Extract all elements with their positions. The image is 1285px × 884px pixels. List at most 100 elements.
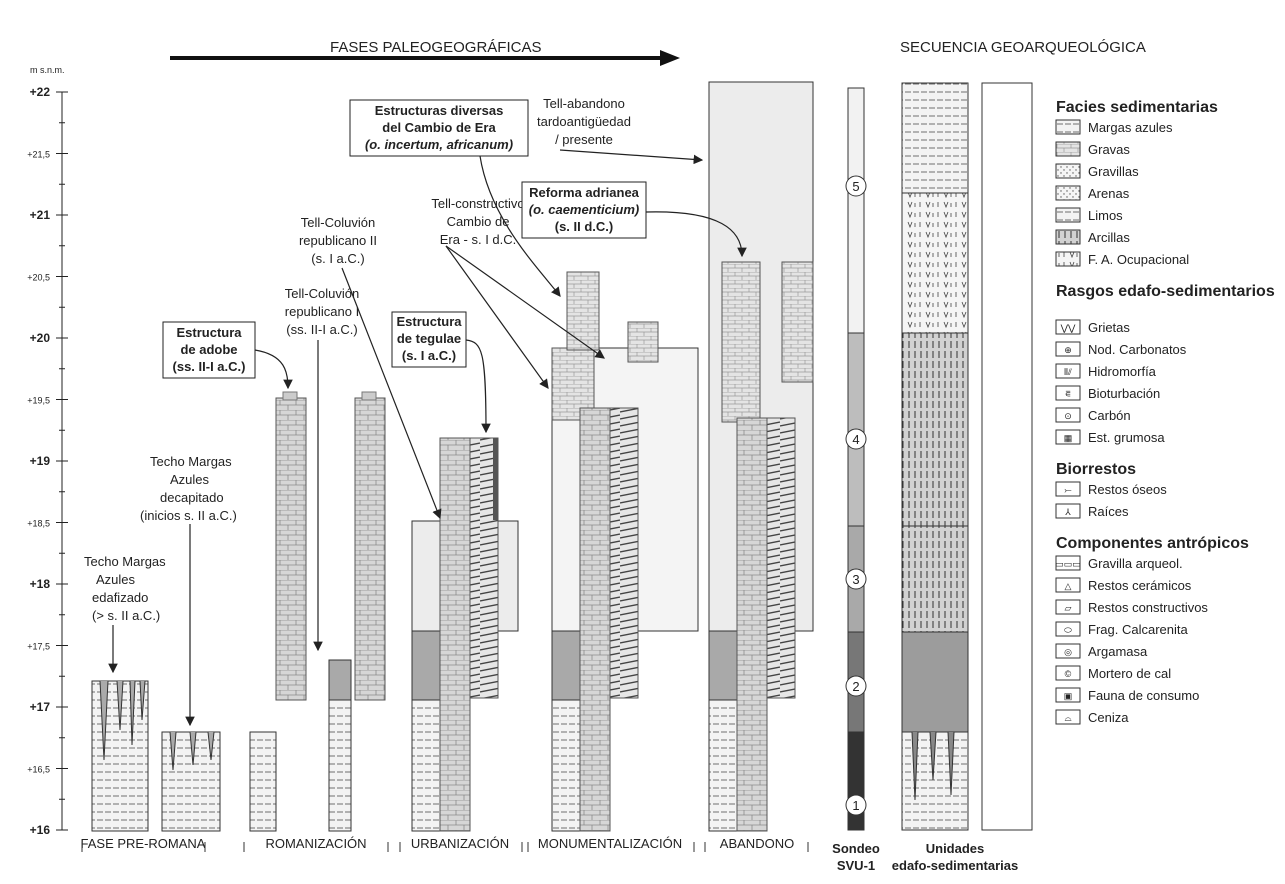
legend-glyph-icon: ⬭ [1064,625,1072,635]
ann-decapitado-l3: decapitado [160,490,224,505]
legend-section-title: Biorrestos [1056,461,1136,478]
core-segment-5 [847,87,865,334]
phase-urbanizacion-columns [411,437,519,832]
box-adrianea [521,181,647,239]
arrow-constructivo-2 [445,245,605,359]
legend-item-label: F. A. Ocupacional [1088,252,1189,267]
ann-coluvion1-l3: (ss. II-I a.C.) [286,322,358,337]
legend-glyph-icon: ⋷ [1065,389,1071,399]
legend-item-label: Restos constructivos [1088,600,1208,615]
legend-swatch [1055,407,1081,423]
legend-swatch [1055,621,1081,637]
ann-adobe-l3: (ss. II-I a.C.) [173,359,246,374]
annotation-estructura-adobe: Estructura de adobe (ss. II-I a.C.) [162,321,256,379]
legend-swatch [1055,119,1081,135]
core-unit-circle [845,175,867,197]
legend-item-label: Bioturbación [1088,386,1160,401]
legend-item-label: Raíces [1088,504,1129,519]
annotation-reforma-adrianea: Reforma adrianea (o. caementicium) (s. I… [521,181,647,239]
annotation-arrows [108,149,747,727]
ann-constructivo-l2: Cambio de [447,214,510,229]
ann-decapitado-l4: (inicios s. II a.C.) [140,508,237,523]
core-label-1: Sondeo [832,841,880,856]
phase-romanizacion-columns [249,391,386,832]
phase-label-urbanizacion: URBANIZACIÓN [411,836,509,851]
ann-diversas-l3: (o. incertum, africanum) [365,137,513,152]
phases-arrow-head [660,50,680,66]
core-unit-circle [845,568,867,590]
annotation-estructura-tegulae: Estructura de tegulae (s. I a.C.) [391,311,467,368]
legend-glyph-icon: ◎ [1064,647,1072,657]
sequence-title: SECUENCIA GEOARQUEOLÓGICA [900,39,1146,56]
unit-col-3 [901,525,969,633]
arrow-adrianea [645,211,747,258]
legend-swatch [1055,665,1081,681]
phase-label-pre-romana: FASE PRE-ROMANA [81,836,206,851]
ann-constructivo-l3: Era - s. I d.C. [440,232,517,247]
coluvion-1-urb [411,630,441,701]
unit-col-2 [901,631,969,733]
core-unit-circle [845,675,867,697]
legend-glyph-icon: ⅄ [1064,507,1071,517]
legend-swatch [1055,643,1081,659]
ann-adrianea-l3: (s. II d.C.) [555,219,614,234]
core-unit-circle [845,794,867,816]
annotation-techo-edafizado: Techo Margas Azules edafizado (> s. II a… [84,554,166,623]
legend-glyph-icon: ⊕ [1064,345,1072,355]
tegulae-edge [493,438,498,520]
legend-swatch [1055,687,1081,703]
box-adobe [162,321,256,379]
ann-edafizado-l1: Techo Margas [84,554,166,569]
tegulae-wall [439,437,471,832]
y-tick-label: +20,5 [27,273,50,283]
legend-glyph-icon: ⊙ [1064,411,1072,421]
phases-title: FASES PALEOGEOGRÁFICAS [330,39,541,56]
core-label-2: SVU-1 [837,858,875,873]
ann-abandono-l1: Tell-abandono [543,96,625,111]
legend-item-label: Nod. Carbonatos [1088,342,1187,357]
box-diversas [349,99,529,157]
phase-label-brackets [81,842,809,852]
legend-swatch [1055,185,1081,201]
legend-item-label: Grietas [1088,320,1130,335]
legend-swatch [1055,481,1081,497]
legend-glyph-icon: ⫴⫽ [1064,367,1072,377]
legend-item-label: Gravillas [1088,164,1139,179]
arrow-adobe [254,349,293,390]
annotation-coluvion-1: Tell-Coluvión republicano I (ss. II-I a.… [285,286,359,337]
legend-item-label: Frag. Calcarenita [1088,622,1188,637]
legend-item-label: Gravilla arqueol. [1088,556,1183,571]
legend-item-label: Est. grumosa [1088,430,1165,445]
adobe-cap-1 [282,391,298,401]
legend-glyph-icon: ⤚ [1064,485,1071,495]
ann-coluvion2-l2: republicano II [299,233,377,248]
legend-item-label: Gravas [1088,142,1130,157]
adobe-wall-2 [354,397,386,701]
legend-section-title: Componentes antrópicos [1056,535,1249,552]
y-tick-label: +19,5 [27,396,50,406]
ann-edafizado-l3: edafizado [92,590,148,605]
unit-col-4 [901,332,969,527]
legend-swatch [1055,341,1081,357]
y-tick-label: +18,5 [27,519,50,529]
phase-monumentalizacion-columns [551,271,699,832]
legend-item-label: Ceniza [1088,710,1129,725]
core-unit-number: 2 [852,679,859,694]
legend-item-label: Arenas [1088,186,1130,201]
legend-swatch [1055,577,1081,593]
y-tick-label: +16 [30,823,51,837]
core-unit-number: 1 [852,798,859,813]
y-axis-unit: m s.n.m. [30,65,65,75]
legend-swatch [1055,141,1081,157]
legend-swatch [1055,229,1081,245]
legend-item-label: Argamasa [1088,644,1148,659]
ann-coluvion2-l3: (s. I a.C.) [311,251,364,266]
ann-coluvion2-l1: Tell-Coluvión [301,215,375,230]
arrow-abandono [559,149,704,165]
cracks-decapitado [169,731,215,771]
annotation-techo-decapitado: Techo Margas Azules decapitado (inicios … [140,454,237,523]
y-tick-label: +21,5 [27,150,50,160]
